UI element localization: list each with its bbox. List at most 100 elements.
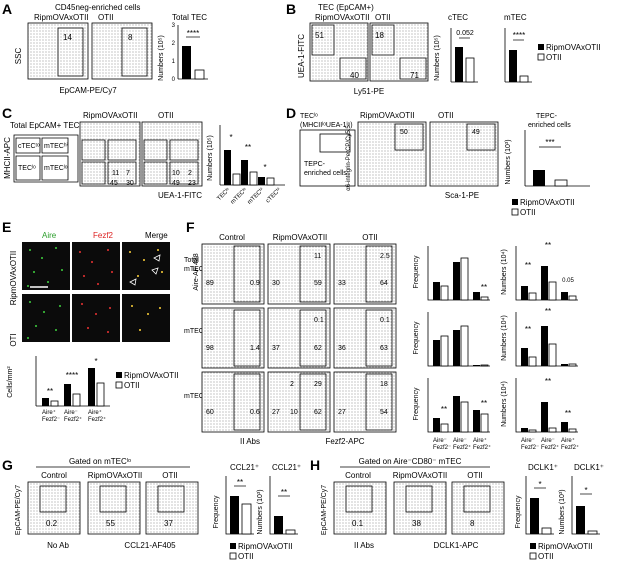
bar bbox=[473, 410, 480, 432]
gate-value: 45 bbox=[110, 180, 118, 187]
bar bbox=[528, 429, 537, 433]
legend-label: OTII bbox=[124, 381, 140, 390]
channel-label: Fezf2 bbox=[93, 231, 114, 240]
bar bbox=[433, 282, 440, 300]
flow-plot bbox=[267, 371, 331, 433]
gate-value: 2.5 bbox=[380, 253, 390, 260]
legend-label: RipmOVAxOTII bbox=[546, 43, 601, 52]
category-label: Fezf2⁻ bbox=[433, 445, 451, 451]
row-label: RipmOVAxOTII bbox=[9, 251, 18, 306]
bar bbox=[440, 423, 449, 433]
gate-value: 89 bbox=[206, 280, 214, 287]
category-label: Aire⁺ bbox=[473, 437, 487, 444]
bar bbox=[72, 393, 81, 407]
column-label: Control bbox=[345, 471, 371, 480]
column-label: OTII bbox=[162, 471, 178, 480]
gate-value: 27 bbox=[272, 409, 280, 416]
gate-value: 27 bbox=[338, 409, 346, 416]
significance: ** bbox=[481, 399, 487, 408]
gate-value: 14 bbox=[63, 33, 72, 42]
gate-value: 29 bbox=[314, 381, 322, 388]
flow-plot bbox=[357, 121, 427, 187]
bar bbox=[576, 506, 585, 534]
gate-value: 63 bbox=[380, 345, 388, 352]
bar bbox=[480, 364, 489, 367]
bar-ylabel: Numbers (10⁵) bbox=[434, 35, 441, 81]
category-label: Fezf2⁺ bbox=[541, 444, 559, 451]
panel-letter: F bbox=[186, 219, 195, 235]
bar bbox=[541, 326, 548, 366]
y-axis-label: EpCAM-PE/Cy7 bbox=[15, 485, 22, 535]
category-label: Aire⁻ bbox=[433, 438, 447, 444]
bar bbox=[433, 340, 440, 366]
schema-label: cTECᵗᵒ bbox=[18, 143, 40, 150]
bar bbox=[460, 257, 469, 301]
gate-value: 18 bbox=[375, 31, 384, 40]
panel-letter: D bbox=[286, 105, 296, 121]
plot-name: OTII bbox=[158, 111, 174, 120]
flow-plot bbox=[429, 121, 499, 187]
y-axis-label: Aire-AF 488 bbox=[193, 253, 200, 290]
legend-label: OTII bbox=[538, 552, 554, 561]
gate-value: 54 bbox=[380, 409, 388, 416]
gate-value: 62 bbox=[314, 345, 322, 352]
gate-value: 0.2 bbox=[46, 519, 58, 528]
gate-value: 49 bbox=[472, 129, 480, 136]
category-label: Fezf2⁺ bbox=[473, 444, 491, 451]
gate-title: Gated on Aire⁻CD80⁻ mTEC bbox=[359, 457, 462, 466]
column-label: RipmOVAxOTII bbox=[273, 233, 328, 242]
category-label: Fezf2⁺ bbox=[453, 444, 471, 451]
row-label: mTECʰⁱ bbox=[184, 392, 208, 400]
flow-gate bbox=[121, 27, 148, 77]
significance: * bbox=[229, 133, 232, 142]
panel-letter: C bbox=[2, 105, 12, 121]
bar bbox=[453, 396, 460, 432]
bar bbox=[465, 57, 475, 83]
gate-value: 7 bbox=[126, 170, 130, 177]
bar-ylabel: Numbers (10⁴) bbox=[501, 381, 508, 427]
legend-label: OTII bbox=[520, 208, 536, 217]
bar bbox=[232, 173, 241, 186]
panel-c: C Total EpCAM+ TEC RipmOVAxOTII OTII MHC… bbox=[2, 105, 285, 206]
significance: ** bbox=[481, 283, 487, 292]
category-label: Aire⁻ bbox=[64, 410, 78, 416]
bar bbox=[533, 170, 545, 186]
column-label: OTII bbox=[362, 233, 378, 242]
bar bbox=[530, 498, 539, 534]
flow-plot bbox=[369, 22, 429, 82]
category-label: Aire⁺ bbox=[88, 409, 102, 416]
category-label: Aire⁻ bbox=[521, 438, 535, 444]
significance: **** bbox=[513, 31, 525, 40]
bar bbox=[554, 179, 568, 187]
bar bbox=[230, 496, 239, 534]
schema-title: TECˡᵒ bbox=[300, 113, 318, 120]
gate-value: 59 bbox=[314, 280, 322, 287]
bar-ylabel: Frequency bbox=[413, 255, 420, 289]
flow-plot bbox=[87, 481, 141, 535]
bar-ylabel: Frequency bbox=[413, 387, 420, 421]
panel-title: CD45neg-enriched cells bbox=[55, 3, 140, 12]
flow-plot bbox=[141, 121, 203, 187]
category-label: mTECʰⁱ bbox=[245, 186, 265, 206]
gate-value: 2 bbox=[290, 381, 294, 388]
plot-name: RipmOVAxOTII bbox=[34, 13, 89, 22]
x-axis-label: UEA-1-FITC bbox=[158, 191, 202, 200]
panel-f: F Control RipmOVAxOTII OTII Aire-AF 488 … bbox=[184, 219, 579, 451]
bar-title: enriched cells bbox=[528, 122, 571, 129]
x-axis-label: II Abs bbox=[240, 437, 260, 446]
category-label: mTECˡᵒ bbox=[229, 186, 249, 206]
significance: ** bbox=[545, 307, 551, 316]
bar bbox=[561, 364, 568, 366]
bar bbox=[42, 398, 49, 406]
flow-plot bbox=[393, 481, 447, 535]
significance: **** bbox=[187, 29, 199, 38]
significance: 0.05 bbox=[562, 278, 574, 284]
significance: **** bbox=[66, 371, 78, 380]
gate-value: 49 bbox=[172, 180, 180, 187]
significance: ** bbox=[237, 478, 243, 487]
panel-letter: G bbox=[2, 457, 13, 473]
bar bbox=[433, 418, 440, 432]
category-label: Aire⁻ bbox=[453, 438, 467, 444]
bar-ylabel: Numbers (10³) bbox=[559, 489, 566, 534]
